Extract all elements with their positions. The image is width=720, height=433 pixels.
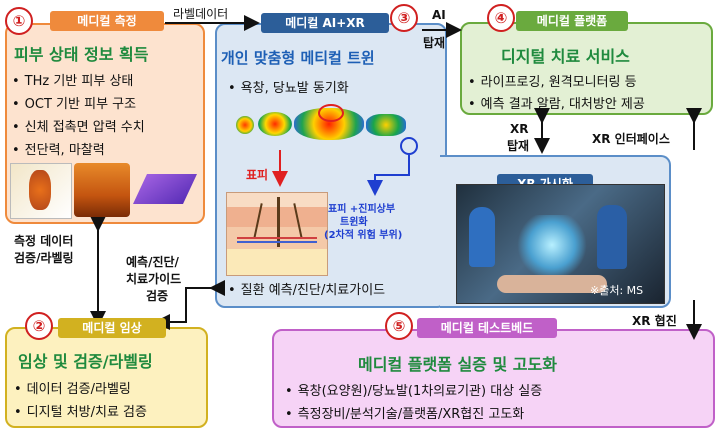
measurement-bullet: 신체 접촉면 압력 수치 bbox=[12, 116, 145, 135]
ai-mount-label-2: 탑재 bbox=[423, 36, 446, 50]
skin-cross-section bbox=[226, 192, 328, 276]
xr-source: ※출처: MS bbox=[590, 284, 644, 297]
step-number-5: ⑤ bbox=[385, 312, 413, 340]
step-number-2: ② bbox=[25, 312, 53, 340]
testbed-bullet: 측정장비/분석기술/플랫폼/XR협진 고도화 bbox=[285, 403, 525, 422]
medical-twin-bullet-sync: 욕창, 당뇨발 동기화 bbox=[228, 77, 349, 96]
pressure-heatmap bbox=[232, 104, 412, 144]
measure-data-label-1: 측정 데이터 bbox=[14, 234, 74, 248]
measurement-tag: 메디컬 측정 bbox=[50, 11, 164, 31]
dermis-label-3: (2차적 위험 부위) bbox=[324, 230, 403, 241]
dermis-ring bbox=[400, 137, 418, 155]
dermis-label-1: 표피 +진피상부 bbox=[328, 204, 396, 215]
oct-image bbox=[74, 163, 130, 217]
predict-label-2: 치료가이드 bbox=[126, 272, 182, 286]
platform-tag: 메디컬 플랫폼 bbox=[516, 11, 628, 31]
arrow-predict-validate bbox=[154, 280, 225, 330]
measurement-bullet: OCT 기반 피부 구조 bbox=[12, 93, 136, 112]
clinical-title: 임상 및 검증/라벨링 bbox=[18, 352, 153, 371]
patient-figure bbox=[497, 275, 607, 293]
arrow-dermis bbox=[367, 155, 410, 196]
xr-collab-label: XR 협진 bbox=[632, 314, 677, 328]
measurement-bullet: 전단력, 마찰력 bbox=[12, 139, 105, 158]
thz-image bbox=[10, 163, 72, 219]
epidermis-label: 표피 bbox=[246, 168, 269, 182]
measurement-title: 피부 상태 정보 획득 bbox=[14, 45, 149, 64]
clinical-tag: 메디컬 임상 bbox=[58, 318, 166, 338]
dermis-label-2: 트윈화 bbox=[340, 217, 368, 228]
step-number-4: ④ bbox=[487, 4, 515, 32]
clinical-bullet: 데이터 검증/라벨링 bbox=[14, 378, 131, 397]
predict-label-1: 예측/진단/ bbox=[126, 255, 179, 269]
label-data-label: 라벨데이터 bbox=[173, 7, 229, 21]
medical-twin-title: 개인 맞춤형 메티컬 트윈 bbox=[221, 49, 375, 67]
doctor-figure bbox=[469, 207, 495, 267]
platform-title: 디지털 치료 서비스 bbox=[501, 47, 630, 66]
xr-photo bbox=[456, 184, 665, 304]
platform-bullet: 라이프로깅, 원격모니터링 등 bbox=[468, 71, 637, 90]
ai-mount-label-1: AI bbox=[432, 8, 446, 22]
medical-twin-bullet-predict: 질환 예측/진단/치료가이드 bbox=[228, 279, 385, 298]
testbed-bullet: 욕창(요양원)/당뇨발(1차의료기관) 대상 실증 bbox=[285, 380, 543, 399]
xr-mount-label-1: XR bbox=[510, 122, 529, 136]
doctor-figure-2 bbox=[597, 205, 627, 269]
medical-twin-tag: 메디컬 AI+XR bbox=[261, 13, 389, 33]
xr-mount-label-2: 탑재 bbox=[507, 139, 530, 153]
xr-interface-label: XR 인터페이스 bbox=[592, 132, 670, 146]
pressure-image bbox=[133, 170, 197, 210]
step-number-1: ① bbox=[5, 7, 33, 35]
measure-data-label-2: 검증/라벨링 bbox=[14, 251, 74, 265]
hologram bbox=[517, 215, 587, 275]
measurement-bullet: THz 기반 피부 상태 bbox=[12, 70, 134, 89]
step-number-3: ③ bbox=[390, 4, 418, 32]
predict-label-3: 검증 bbox=[146, 289, 169, 303]
platform-bullet: 예측 결과 알람, 대처방안 제공 bbox=[468, 93, 645, 112]
clinical-bullet: 디지털 처방/치료 검증 bbox=[14, 401, 147, 420]
testbed-tag: 메디컬 테스트베드 bbox=[417, 318, 557, 338]
testbed-title: 메디컬 플랫폼 실증 및 고도화 bbox=[358, 355, 557, 374]
